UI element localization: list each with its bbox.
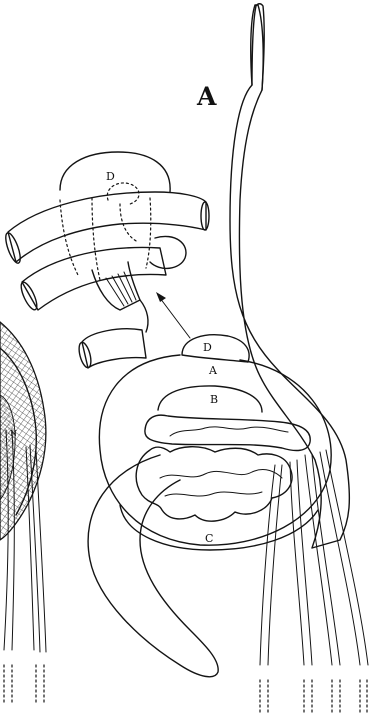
segment-b-label: B — [210, 393, 218, 406]
left-partial-label: N — [10, 429, 17, 438]
explode-arrow — [156, 292, 190, 338]
exploded-coil-end — [150, 236, 186, 268]
left-partial-specimen: N — [0, 322, 46, 705]
coiled-mass-lobe-line-2 — [165, 492, 262, 496]
main-filament-break-marks — [260, 680, 367, 712]
exploded-hidden-outline-2 — [146, 198, 151, 268]
exploded-dome-d — [60, 152, 170, 192]
main-filament-5 — [305, 455, 332, 665]
main-filament-8 — [326, 450, 368, 665]
main-tail-tip — [252, 4, 264, 90]
exploded-detail: D — [3, 152, 209, 369]
segment-a-label: A — [208, 364, 218, 377]
exploded-funnel — [92, 262, 140, 310]
main-filament-7 — [320, 452, 360, 665]
segment-d-cap — [182, 335, 249, 362]
main-filament-3 — [290, 462, 304, 665]
coiled-mass-lobe-line — [160, 470, 282, 478]
exploded-upper-tube — [8, 192, 206, 262]
left-filament-4 — [36, 450, 46, 652]
exploded-lower-tube-end-left — [18, 280, 40, 311]
exploded-hidden-outline-5 — [60, 200, 78, 275]
exploded-upper-tube-end-left — [3, 231, 23, 264]
main-filament-1 — [260, 465, 275, 665]
segment-b-coiled-band — [145, 415, 310, 450]
segment-b-coil-detail — [170, 427, 288, 436]
left-filament-break-marks — [4, 665, 44, 705]
exploded-hidden-outline-1 — [92, 198, 100, 280]
main-filament-6 — [312, 455, 340, 665]
coiled-mass — [136, 447, 292, 521]
panel-letter: A — [196, 82, 217, 111]
segment-c-label: C — [205, 532, 213, 545]
segment-d-label: D — [203, 341, 212, 354]
segment-c-band — [120, 505, 318, 550]
exploded-small-cylinder — [82, 329, 146, 368]
expanded-d-label: D — [106, 170, 115, 183]
exploded-upper-tube-end-right — [201, 202, 209, 230]
exploded-stalk — [140, 300, 148, 332]
lower-sweep-curve — [88, 455, 218, 677]
exploded-lower-tube — [22, 247, 166, 310]
